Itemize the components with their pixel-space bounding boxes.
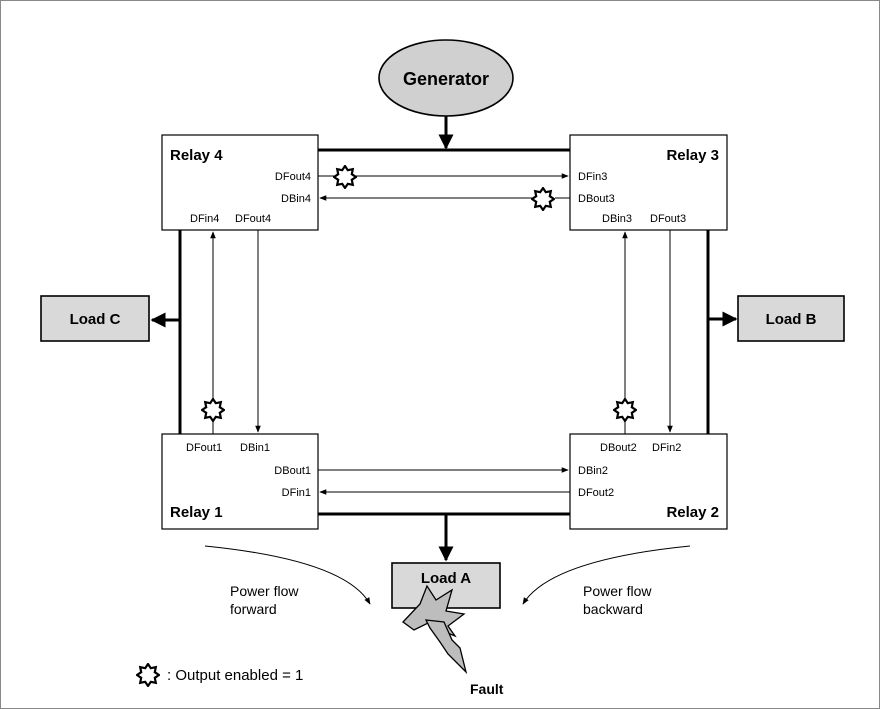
- relay-3-port-dfout3: DFout3: [650, 213, 686, 225]
- relay-1: DFout1 DBin1 DBout1 DFin1 Relay 1: [161, 433, 319, 530]
- relay-2-port-dbin2: DBin2: [578, 465, 608, 477]
- relay-4-port-dfin4: DFin4: [190, 213, 219, 225]
- relay-3-title: Relay 3: [666, 147, 719, 164]
- generator: Generator: [378, 39, 514, 117]
- relay-2-port-dfout2: DFout2: [578, 487, 614, 499]
- relay-4: Relay 4 DFout4 DBin4 DFin4 DFout4: [161, 134, 319, 231]
- load-b-label: Load B: [766, 311, 817, 328]
- relay-1-port-dfin1: DFin1: [282, 487, 311, 499]
- relay-3-port-dbout3: DBout3: [578, 193, 615, 205]
- relay-2-port-dbout2: DBout2: [600, 442, 637, 454]
- load-c: Load C: [40, 295, 150, 342]
- output-enabled-star-dfout1: [201, 398, 225, 422]
- relay-2-port-dfin2: DFin2: [652, 442, 681, 454]
- relay-1-port-dbout1: DBout1: [274, 465, 311, 477]
- star-burst-icon: [136, 663, 160, 687]
- relay-2: DBout2 DFin2 DBin2 DFout2 Relay 2: [569, 433, 728, 530]
- output-enabled-star-dbout3: [531, 187, 555, 211]
- relay-2-title: Relay 2: [666, 504, 719, 521]
- fault-label: Fault: [470, 681, 504, 697]
- relay-4-title: Relay 4: [170, 147, 223, 164]
- fault-lightning-icon: [402, 584, 468, 675]
- power-flow-forward-line1: Power flow: [230, 583, 299, 599]
- power-flow-forward-line2: forward: [230, 601, 277, 617]
- load-b: Load B: [737, 295, 845, 342]
- relay-1-title: Relay 1: [170, 504, 223, 521]
- relay-3-port-dfin3: DFin3: [578, 171, 607, 183]
- relay-1-port-dfout1: DFout1: [186, 442, 222, 454]
- relay-3-port-dbin3: DBin3: [602, 213, 632, 225]
- relay-3: Relay 3 DFin3 DBout3 DBin3 DFout3: [569, 134, 728, 231]
- relay-1-port-dbin1: DBin1: [240, 442, 270, 454]
- relay-4-port-dbin4: DBin4: [281, 193, 311, 205]
- power-flow-backward-line1: Power flow: [583, 583, 652, 599]
- load-a-label: Load A: [421, 570, 471, 587]
- power-flow-forward-arrow: [204, 545, 371, 605]
- relay-4-port-dfout4: DFout4: [275, 171, 311, 183]
- generator-label: Generator: [403, 69, 489, 89]
- relay-4-port-dfout4-bottom: DFout4: [235, 213, 271, 225]
- power-flow-backward-line2: backward: [583, 601, 643, 617]
- power-flow-backward-arrow: [522, 545, 691, 605]
- load-c-label: Load C: [70, 311, 121, 328]
- output-enabled-star-dfout4: [333, 165, 357, 189]
- legend-text: : Output enabled = 1: [167, 667, 303, 684]
- output-enabled-star-dbout2: [613, 398, 637, 422]
